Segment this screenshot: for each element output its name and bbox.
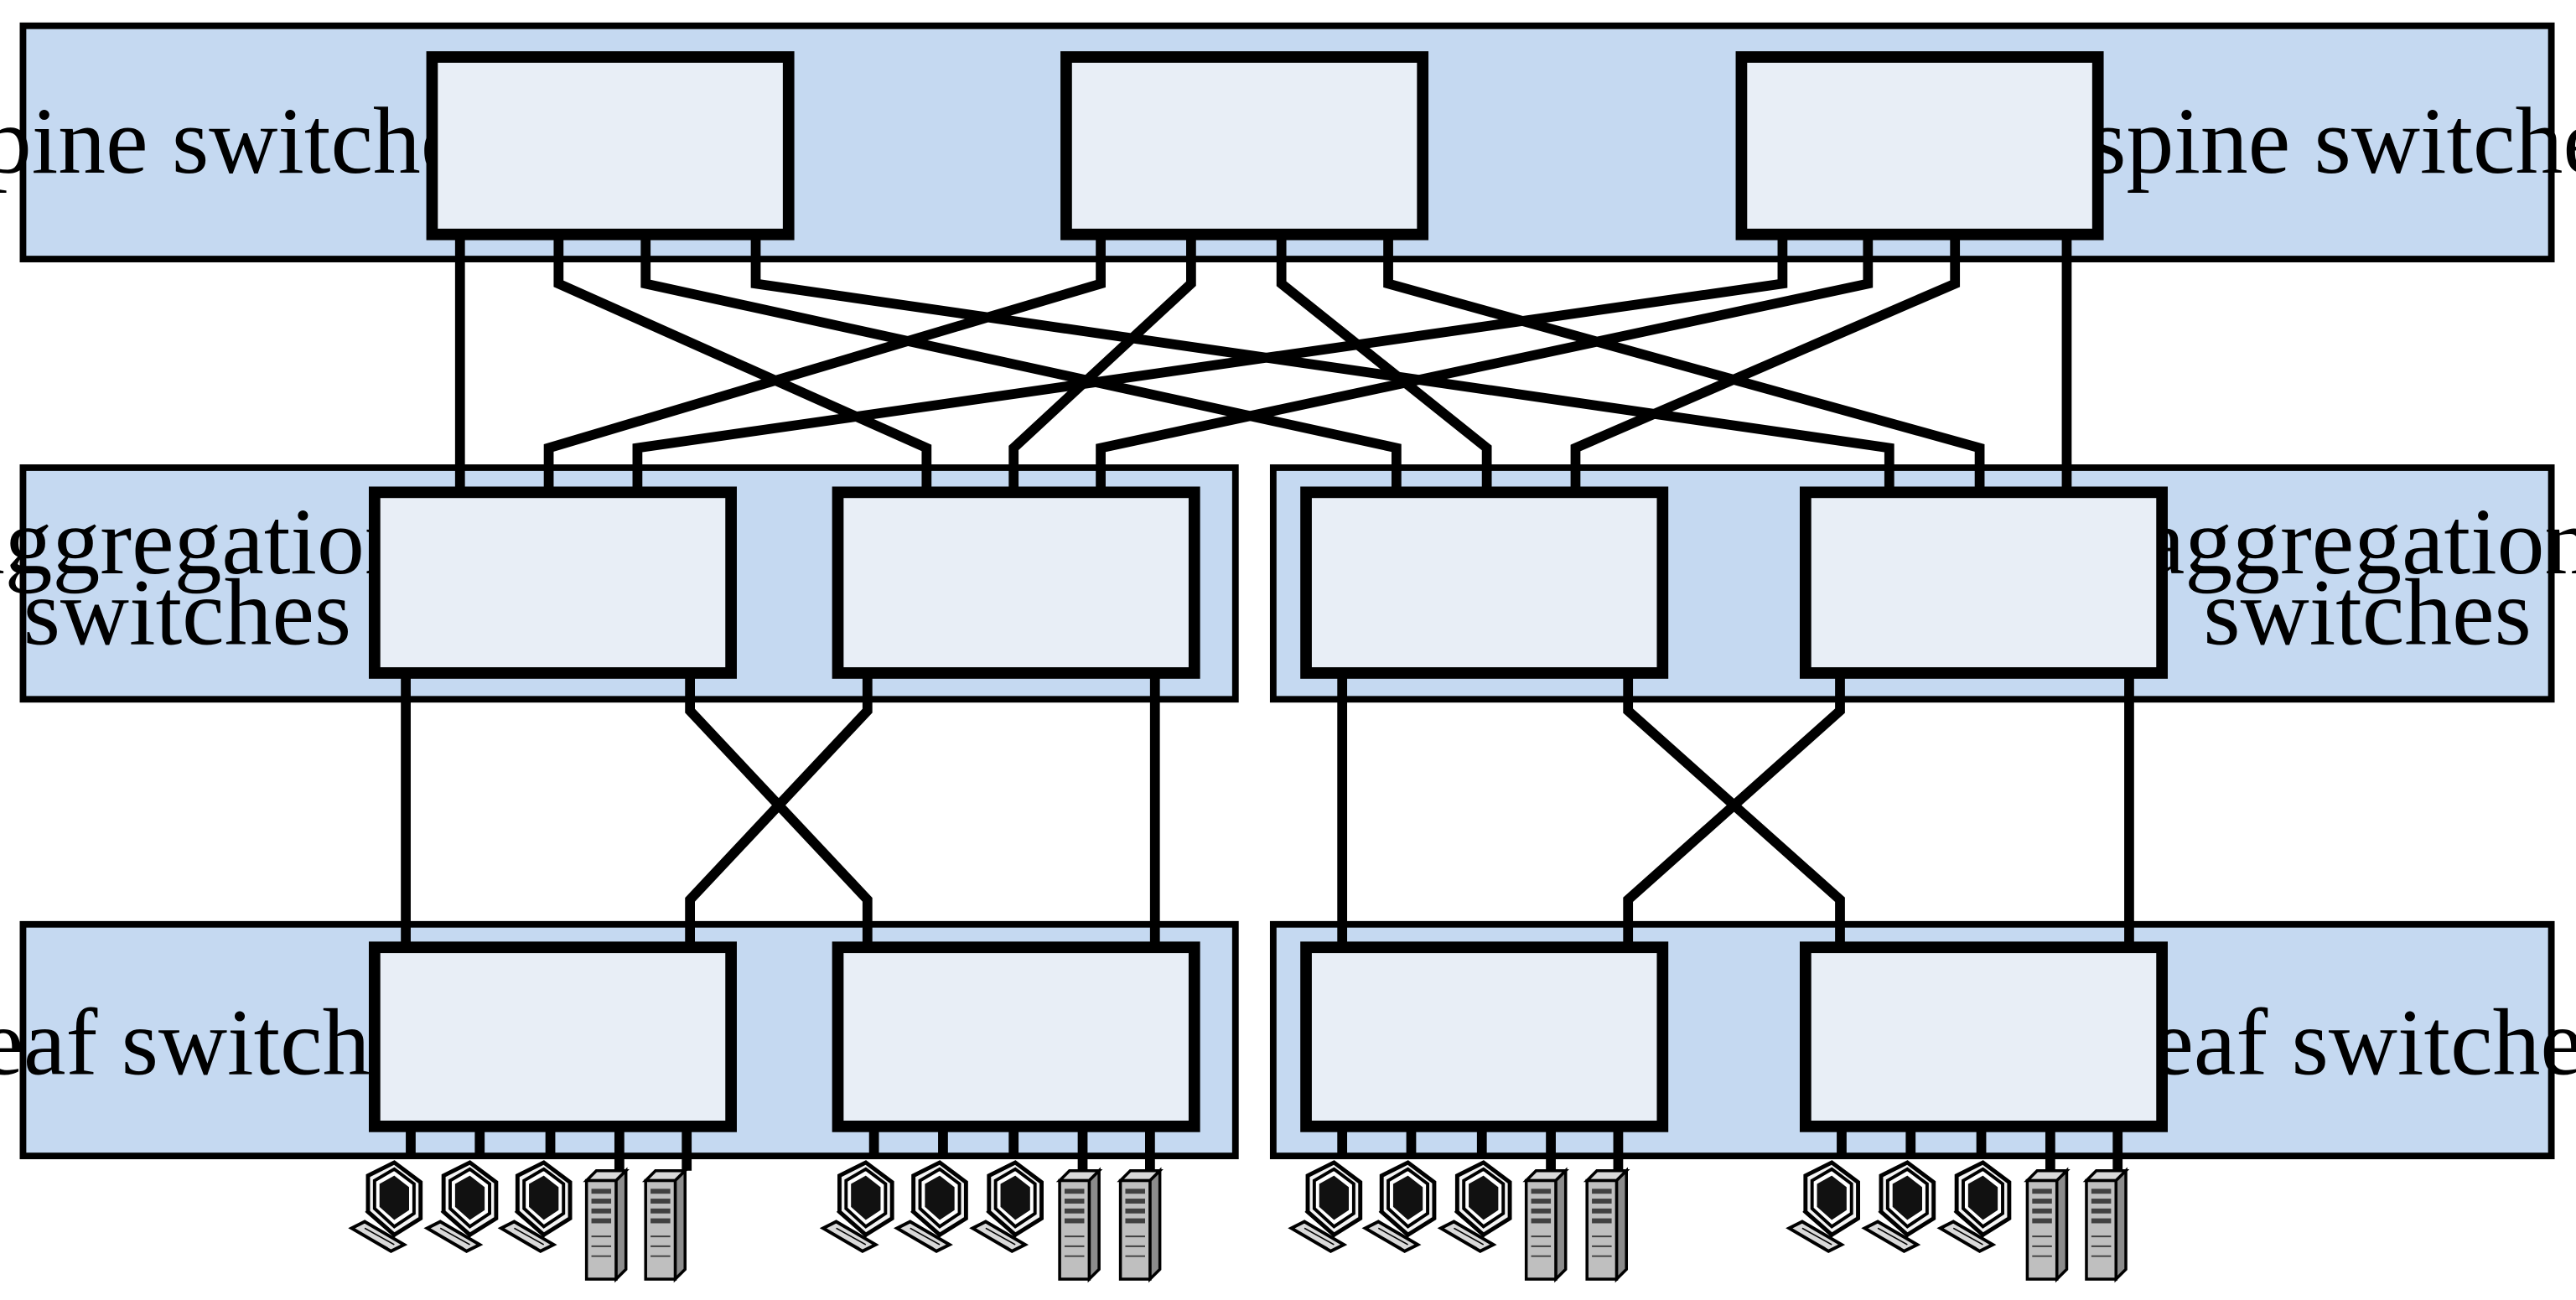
aggregation-switch-4: [1799, 486, 2168, 679]
aggregation-switch-2: [832, 486, 1200, 679]
workstation-icon: [1441, 1163, 1510, 1251]
aggregation-switch-1: [368, 486, 737, 679]
leaf-host-links: [406, 1126, 2123, 1171]
workstation-icon: [1366, 1163, 1434, 1251]
workstation-icon: [501, 1163, 570, 1251]
leaf-label-right: leaf switches: [2125, 990, 2576, 1095]
server-tower-icon: [2085, 1168, 2128, 1281]
workstation-icon: [351, 1163, 420, 1251]
workstation-icon: [1789, 1163, 1858, 1251]
server-tower-icon: [1058, 1168, 1101, 1281]
leaf-switch-4: [1799, 941, 2168, 1132]
aggregation-label-right-line2: switches: [2203, 559, 2531, 665]
leaf-switch-3: [1300, 941, 1669, 1132]
workstation-icon: [1291, 1163, 1360, 1251]
spine-switch-1: [426, 51, 795, 241]
host-group-leaf-2: [823, 1163, 1162, 1281]
spine-label-right: spine switches: [2089, 88, 2576, 194]
workstation-icon: [428, 1163, 496, 1251]
workstation-icon: [1864, 1163, 1933, 1251]
spine-switch-2: [1060, 51, 1429, 241]
host-group-leaf-4: [1789, 1163, 2128, 1281]
spine-aggregation-links: [454, 234, 2072, 493]
server-tower-icon: [1524, 1168, 1568, 1281]
host-group-leaf-3: [1291, 1163, 1628, 1281]
aggregation-label-right-line1: aggregation: [2143, 489, 2576, 594]
server-tower-icon: [2025, 1168, 2069, 1281]
aggregation-leaf-links: [401, 672, 2134, 948]
leaf-switch-2: [832, 941, 1200, 1132]
aggregation-label-left-line2: switches: [23, 559, 351, 665]
server-tower-icon: [1118, 1168, 1162, 1281]
host-group-leaf-1: [351, 1163, 687, 1281]
workstation-icon: [1941, 1163, 2009, 1251]
server-tower-icon: [584, 1168, 628, 1281]
spine-switch-3: [1735, 51, 2104, 241]
workstation-icon: [823, 1163, 892, 1251]
aggregation-label-left-line1: aggregation: [0, 489, 412, 594]
aggregation-switch-3: [1300, 486, 1669, 679]
server-tower-icon: [1585, 1168, 1628, 1281]
leaf-switch-1: [368, 941, 737, 1132]
server-tower-icon: [644, 1168, 687, 1281]
workstation-icon: [897, 1163, 966, 1251]
workstation-icon: [972, 1163, 1041, 1251]
spine-label-left: spine switches: [0, 88, 500, 194]
